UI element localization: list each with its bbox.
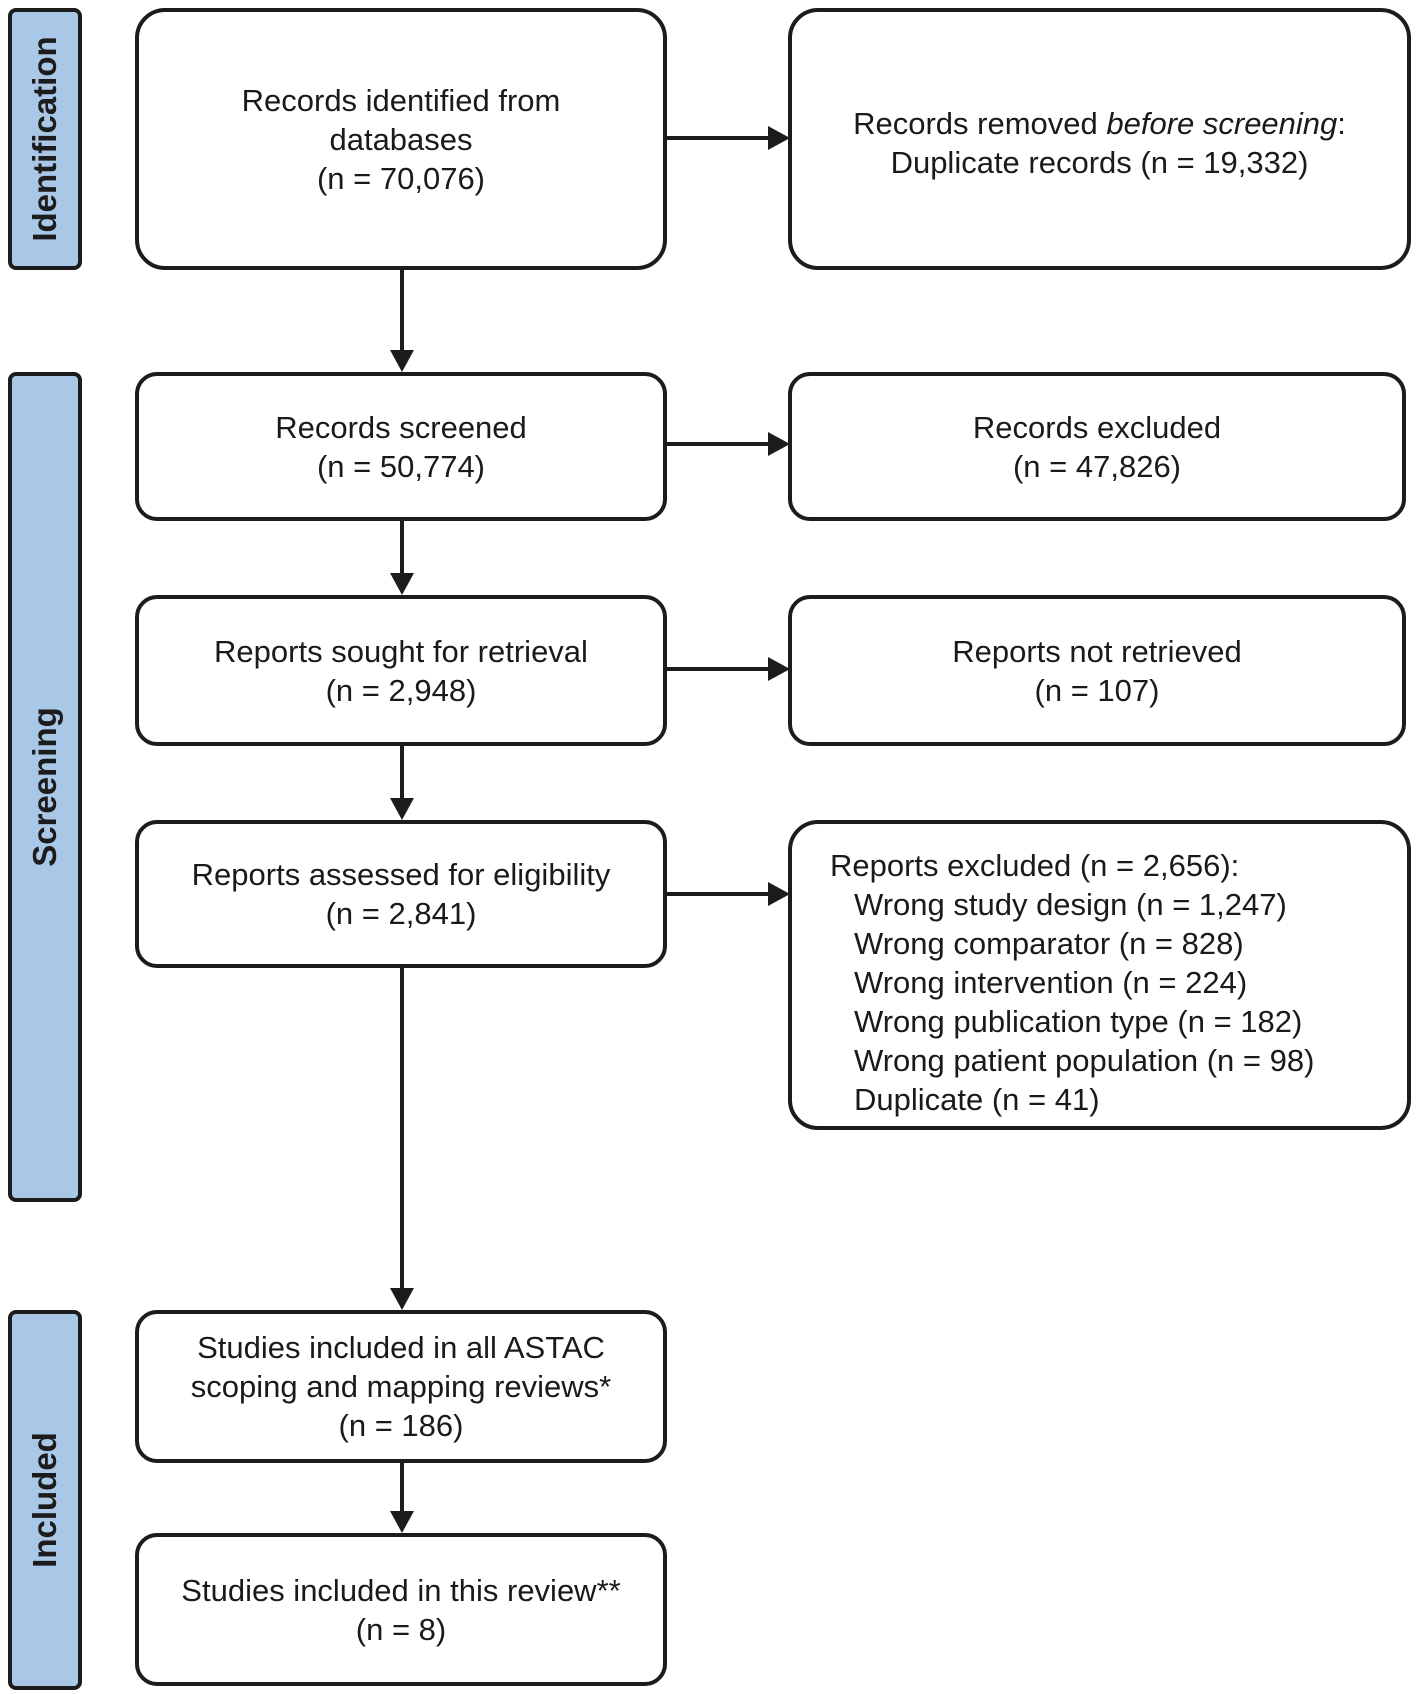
box-reports-sought: Reports sought for retrieval (n = 2,948) (135, 595, 667, 746)
box-records-excluded: Records excluded (n = 47,826) (788, 372, 1406, 521)
box-studies-astac: Studies included in all ASTAC scoping an… (135, 1310, 667, 1463)
box-records-identified: Records identified from databases (n = 7… (135, 8, 667, 270)
box-records-removed: Records removed before screening: Duplic… (788, 8, 1411, 270)
phase-identification: Identification (8, 8, 82, 270)
assessed-line1: Reports assessed for eligibility (191, 857, 611, 892)
removed-italic: before screening (1106, 106, 1338, 141)
box-reports-not-retrieved: Reports not retrieved (n = 107) (788, 595, 1406, 746)
removed-prefix: Records removed (853, 106, 1107, 141)
exclusion-reason: Wrong intervention (n = 224) (854, 965, 1248, 1000)
exclusion-reason: Duplicate (n = 41) (854, 1082, 1100, 1117)
review-line1: Studies included in this review** (181, 1572, 621, 1608)
exclusion-reason: Wrong study design (n = 1,247) (854, 887, 1287, 922)
reports-excluded-header: Reports excluded (n = 2,656): (830, 848, 1240, 883)
box-reports-assessed: Reports assessed for eligibility (n = 2,… (135, 820, 667, 968)
astac-line1: Studies included in all ASTAC (197, 1330, 605, 1365)
screened-count: (n = 50,774) (316, 448, 486, 484)
box-records-screened: Records screened (n = 50,774) (135, 372, 667, 521)
astac-line2: scoping and mapping reviews* (190, 1369, 612, 1404)
not-retrieved-line1: Reports not retrieved (952, 633, 1242, 669)
removed-line2: Duplicate records (n = 19,332) (890, 145, 1309, 180)
not-retrieved-count: (n = 107) (1034, 672, 1160, 708)
removed-line1: Records removed before screening: (853, 104, 1346, 143)
exclusion-reason: Wrong patient population (n = 98) (854, 1043, 1315, 1078)
sought-line1: Reports sought for retrieval (214, 633, 588, 669)
excluded-count: (n = 47,826) (1012, 448, 1182, 484)
review-count: (n = 8) (355, 1611, 447, 1647)
assessed-count: (n = 2,841) (325, 896, 477, 931)
exclusion-reason: Wrong publication type (n = 182) (854, 1004, 1303, 1039)
exclusion-reason: Wrong comparator (n = 828) (854, 926, 1244, 961)
sought-count: (n = 2,948) (325, 672, 477, 708)
excluded-line1: Records excluded (972, 409, 1222, 445)
removed-suffix: : (1337, 106, 1346, 141)
phase-screening: Screening (8, 372, 82, 1202)
phase-included: Included (8, 1310, 82, 1690)
astac-count: (n = 186) (338, 1408, 464, 1443)
box-studies-this-review: Studies included in this review** (n = 8… (135, 1533, 667, 1686)
identified-line1: Records identified from (241, 82, 561, 118)
screened-line1: Records screened (275, 409, 527, 445)
identified-count: (n = 70,076) (316, 160, 486, 196)
identified-line2: databases (329, 121, 473, 157)
box-reports-excluded: Reports excluded (n = 2,656): Wrong stud… (788, 820, 1411, 1130)
